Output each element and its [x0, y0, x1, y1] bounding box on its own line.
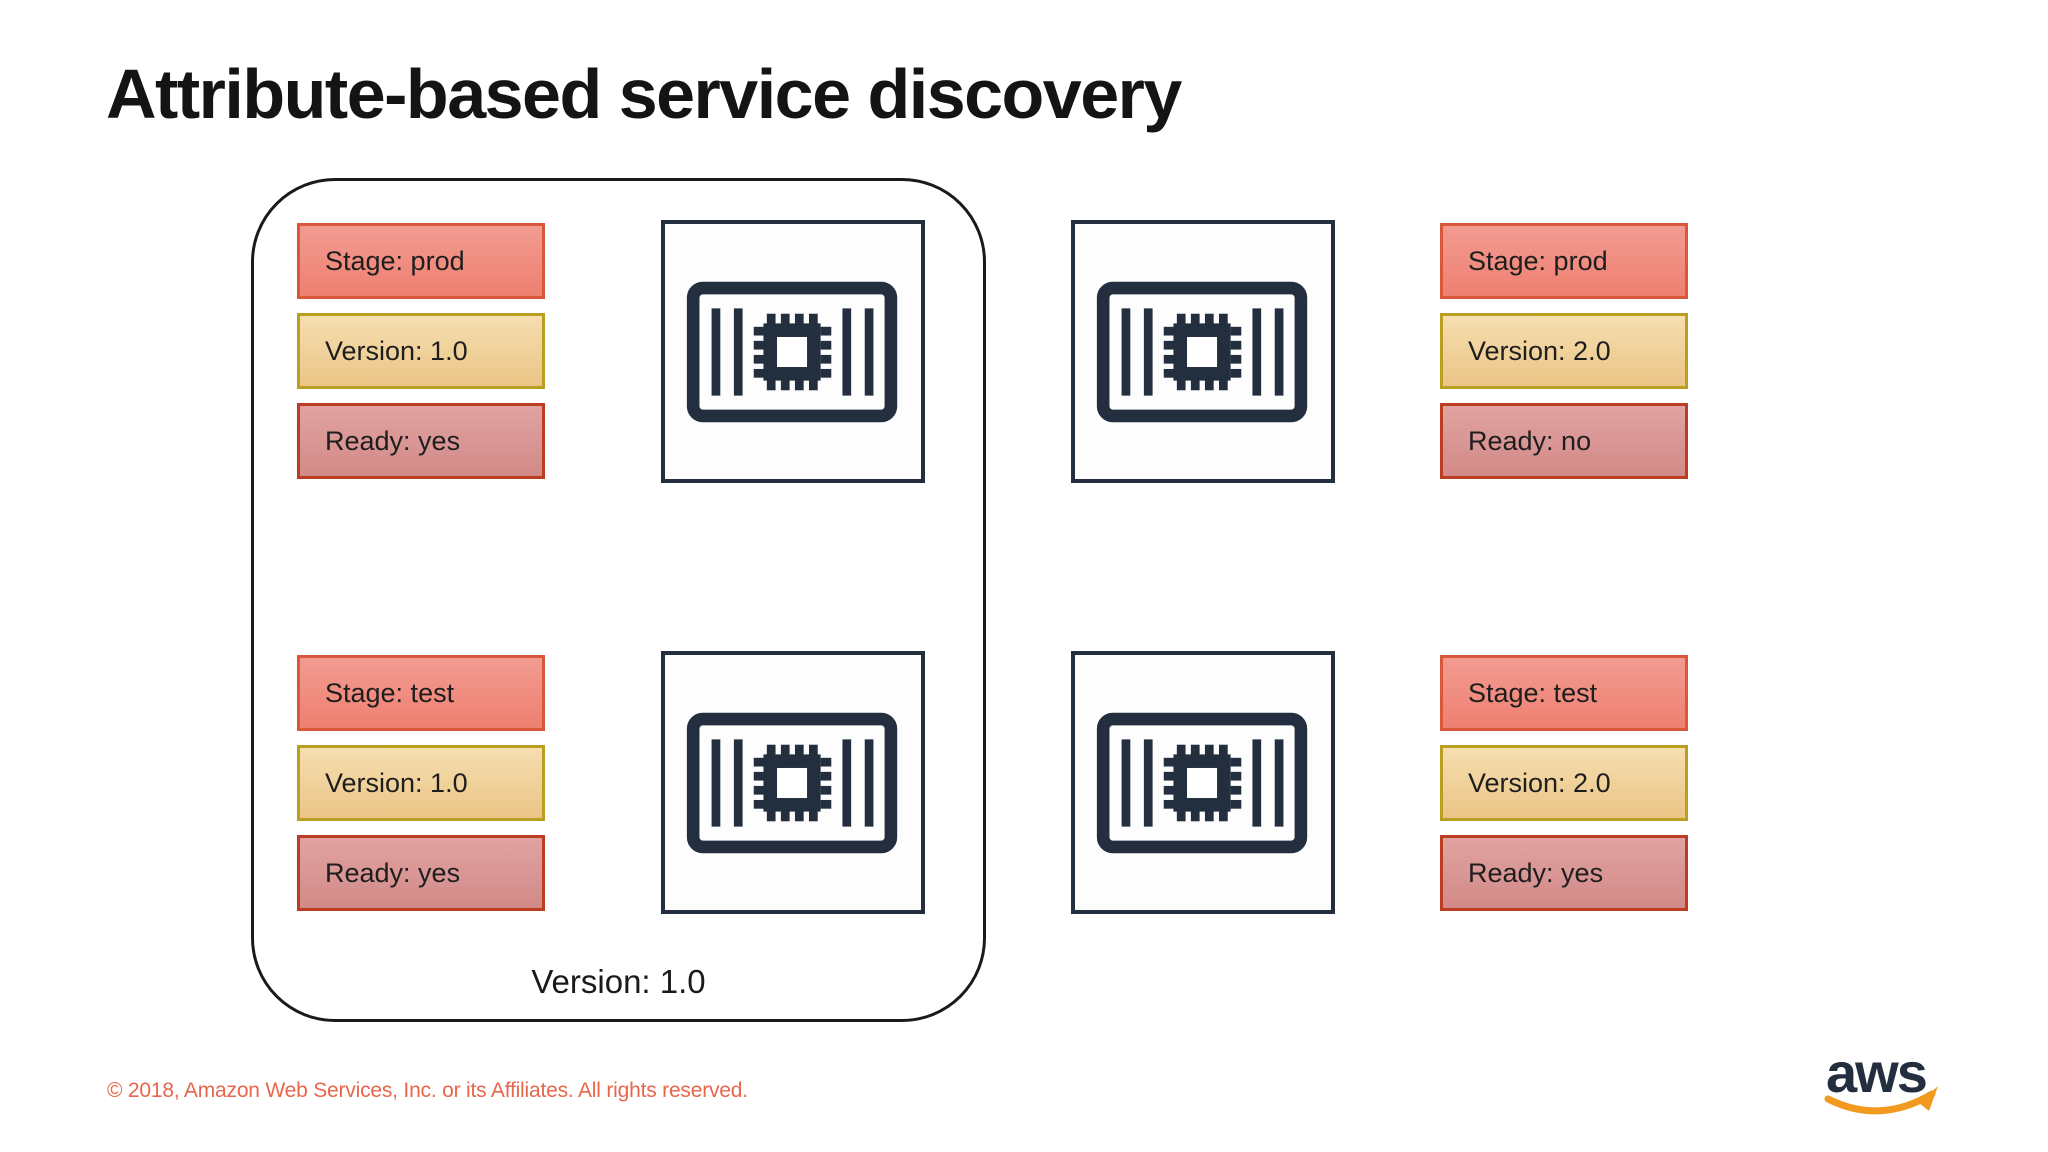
container-icon [1077, 226, 1329, 478]
tag-version: Version: 1.0 [297, 313, 545, 389]
tag-version: Version: 2.0 [1440, 313, 1688, 389]
container-instance-test-v1 [661, 651, 925, 914]
copyright-notice: © 2018, Amazon Web Services, Inc. or its… [107, 1079, 748, 1102]
tag-ready: Ready: yes [297, 403, 545, 479]
container-instance-test-v2 [1071, 651, 1335, 914]
tag-ready: Ready: no [1440, 403, 1688, 479]
aws-logo: aws [1824, 1042, 1938, 1115]
tag-ready: Ready: yes [1440, 835, 1688, 911]
tag-version: Version: 2.0 [1440, 745, 1688, 821]
tag-stage: Stage: prod [297, 223, 545, 299]
page-title: Attribute-based service discovery [106, 55, 1182, 133]
tag-stage: Stage: prod [1440, 223, 1688, 299]
aws-smile-arrow-icon [1919, 1086, 1938, 1111]
tag-stack-prod-v2: Stage: prod Version: 2.0 Ready: no [1440, 223, 1688, 479]
container-icon [1077, 657, 1329, 909]
aws-smile-icon [1824, 1090, 1936, 1115]
tag-stack-test-v1: Stage: test Version: 1.0 Ready: yes [297, 655, 545, 911]
tag-stack-test-v2: Stage: test Version: 2.0 Ready: yes [1440, 655, 1688, 911]
container-instance-prod-v2 [1071, 220, 1335, 483]
aws-logo-text: aws [1826, 1042, 1926, 1104]
container-icon [667, 657, 919, 909]
tag-version: Version: 1.0 [297, 745, 545, 821]
version-group-caption: Version: 1.0 [531, 963, 706, 1000]
container-instance-prod-v1 [661, 220, 925, 483]
tag-stack-prod-v1: Stage: prod Version: 1.0 Ready: yes [297, 223, 545, 479]
tag-ready: Ready: yes [297, 835, 545, 911]
version-group-outline: Version: 1.0 [251, 178, 986, 1022]
tag-stage: Stage: test [1440, 655, 1688, 731]
tag-stage: Stage: test [297, 655, 545, 731]
container-icon [667, 226, 919, 478]
